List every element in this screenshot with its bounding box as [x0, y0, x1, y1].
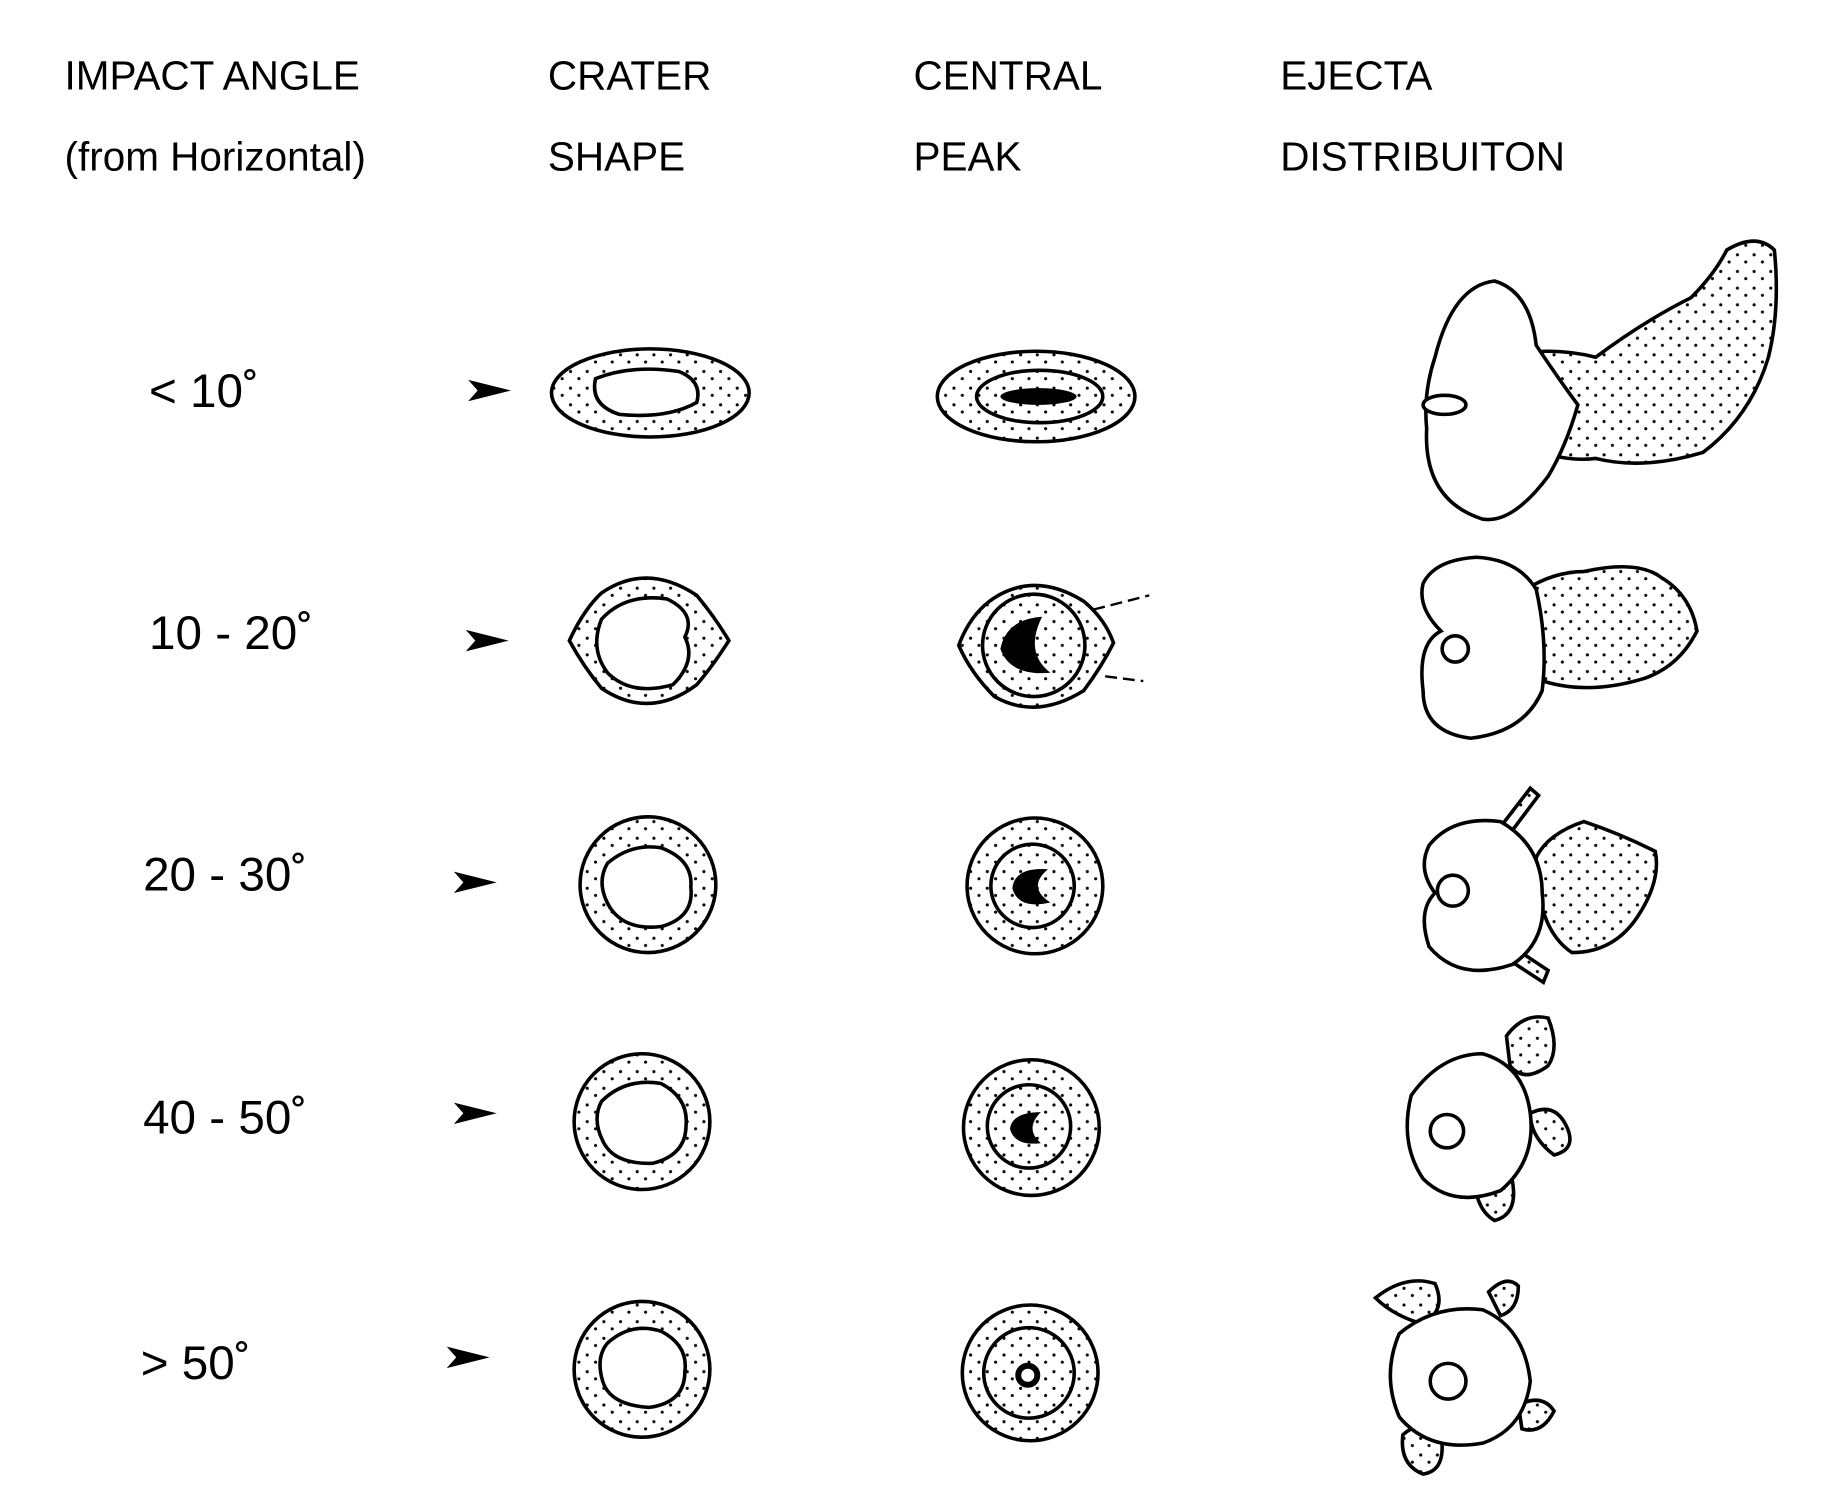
arrowhead-right-icon	[446, 1346, 490, 1369]
crater-shape-row-4	[572, 1051, 712, 1192]
header-ejecta-line2: DISTRIBUITON	[1280, 133, 1565, 179]
central-peak-row-4	[961, 1057, 1102, 1198]
arrowhead-right-icon	[453, 1102, 497, 1125]
ejecta-row-5	[1372, 1279, 1557, 1476]
central-peak-row-3	[965, 816, 1105, 956]
central-peak-row-5	[960, 1303, 1100, 1443]
header-impact-angle-line2: (from Horizontal)	[65, 133, 366, 179]
crater-shape-row-3	[578, 815, 718, 955]
angle-label: 40 - 50˚	[143, 1092, 307, 1145]
header-central-peak-line1: CENTRAL	[913, 52, 1102, 98]
ejecta-row-4	[1405, 1015, 1572, 1223]
column-headers: IMPACT ANGLE (from Horizontal) CRATER SH…	[65, 52, 1566, 179]
crater-shape-row-2	[567, 576, 732, 706]
ejecta-row-3	[1422, 785, 1659, 986]
arrowhead-right-icon	[468, 379, 512, 402]
angle-label: 10 - 20˚	[149, 607, 313, 660]
arrowhead-right-icon	[453, 871, 497, 894]
header-ejecta-line1: EJECTA	[1280, 52, 1432, 98]
ejecta-row-2	[1420, 555, 1699, 741]
central-peak-row-1	[935, 349, 1137, 444]
ejecta-row-1	[1421, 239, 1779, 522]
angle-label: 20 - 30˚	[143, 849, 307, 902]
central-peak-row-2	[956, 583, 1150, 709]
angle-label: < 10˚	[149, 365, 259, 418]
header-crater-shape-line2: SHAPE	[548, 133, 685, 179]
crater-shape-row-1	[549, 347, 751, 439]
crater-shape-row-5	[572, 1299, 712, 1439]
header-impact-angle-line1: IMPACT ANGLE	[65, 52, 360, 98]
angle-label: > 50˚	[141, 1337, 251, 1390]
arrowhead-right-icon	[465, 629, 509, 652]
header-central-peak-line2: PEAK	[913, 133, 1021, 179]
header-crater-shape-line1: CRATER	[548, 52, 711, 98]
